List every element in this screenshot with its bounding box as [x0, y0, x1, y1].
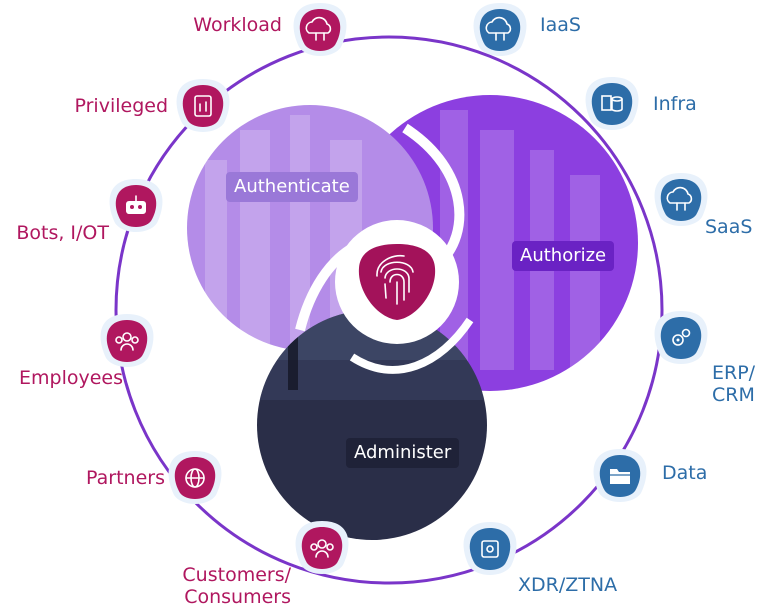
- customers-network-icon: [295, 521, 349, 574]
- outer-ring: [114, 35, 664, 585]
- label-workload: Workload: [193, 14, 282, 36]
- partners-globe-icon: [168, 451, 222, 504]
- label-privileged: Privileged: [74, 95, 168, 117]
- people-group-icon: [100, 314, 154, 367]
- robot-icon: [109, 179, 163, 232]
- folder-icon: [593, 449, 647, 502]
- label-erp-crm: ERP/ CRM: [712, 362, 756, 406]
- cloud-code-icon: [293, 3, 347, 56]
- authorize-label: Authorize: [512, 241, 615, 271]
- authenticate-label: Authenticate: [226, 172, 358, 202]
- label-iaas: IaaS: [540, 14, 581, 36]
- label-customers: Customers/ Consumers: [182, 564, 291, 608]
- infrastructure-icon: [585, 77, 639, 130]
- label-xdr-ztna: XDR/ZTNA: [518, 574, 618, 596]
- gears-icon: [654, 311, 708, 364]
- cloud-gear-icon: [654, 173, 708, 226]
- label-saas: SaaS: [705, 216, 753, 238]
- label-partners: Partners: [86, 467, 165, 489]
- icon-badges: [100, 3, 708, 575]
- label-bots: Bots, I/OT: [16, 222, 109, 244]
- chip-eye-icon: [463, 522, 517, 575]
- fingerprint-icon: [358, 244, 436, 320]
- label-infra: Infra: [653, 93, 697, 115]
- privileged-badge-icon: [176, 79, 230, 132]
- cloud-server-icon: [473, 3, 527, 56]
- swirl-separator-lower: [349, 317, 474, 374]
- label-data: Data: [662, 462, 708, 484]
- label-employees: Employees: [19, 367, 123, 389]
- administer-label: Administer: [346, 438, 460, 468]
